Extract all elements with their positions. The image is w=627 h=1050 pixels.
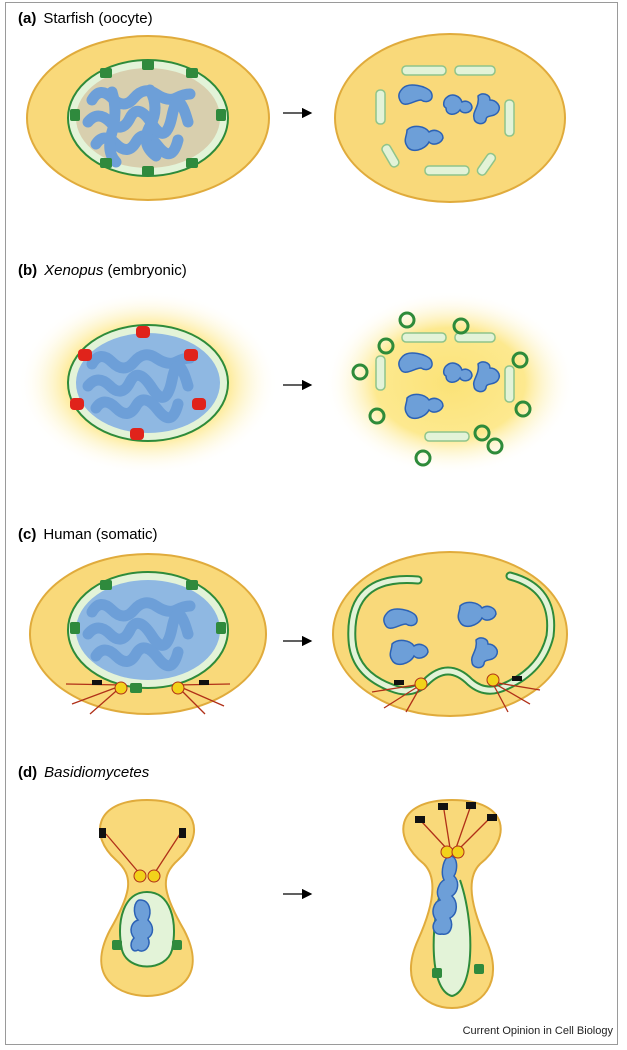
panel-c-label: (c) Human (somatic) (18, 526, 158, 543)
condensed-chromosome (432, 855, 459, 935)
panel-a-after (334, 33, 566, 203)
panel-b-after (325, 291, 575, 475)
cell-halo (325, 291, 575, 475)
panel-d-before (99, 798, 195, 998)
cortex-anchors (92, 680, 209, 685)
centrosomes (414, 673, 500, 691)
panel-a-label: (a) Starfish (oocyte) (18, 10, 153, 27)
panel-letter: (a) (18, 10, 37, 27)
centrosomes (133, 869, 161, 883)
panel-title: Starfish (43, 10, 95, 27)
centrosomes (440, 845, 465, 859)
nuclear-pores (70, 60, 226, 176)
nuclear-pores (112, 940, 182, 950)
nuclear-envelope-fragments (375, 65, 515, 176)
panel-b-label: (b) Xenopus (embryonic) (18, 262, 187, 279)
invaginated-envelope-inner (349, 573, 554, 694)
cortex-anchors (415, 802, 497, 823)
dispersed-pore-rings (351, 311, 532, 467)
panel-d-after (402, 798, 502, 1010)
cell-cytoplasm (332, 551, 568, 717)
nuclear-pores (70, 580, 226, 693)
nuclear-pores (432, 964, 484, 978)
nuclear-envelope-fragments (375, 332, 515, 442)
panel-d-label: (d) Basidiomycetes (18, 764, 149, 781)
condensed-chromosomes (398, 84, 501, 152)
panel-letter: (c) (18, 526, 37, 543)
panel-title: Basidiomycetes (44, 764, 150, 781)
panel-letter: (b) (18, 262, 38, 279)
panel-qualifier: (embryonic) (107, 262, 187, 279)
panel-b-before (18, 291, 278, 475)
centrosomes (114, 681, 185, 695)
interphase-chromatin (82, 349, 196, 424)
figure-frame (5, 2, 618, 1045)
microtubules (371, 681, 541, 713)
panel-c-before (29, 553, 267, 715)
panel-a-before (26, 35, 270, 201)
panel-title: Human (43, 526, 92, 543)
interphase-chromatin (130, 899, 154, 952)
microtubules (105, 833, 181, 875)
panel-qualifier: (oocyte) (98, 10, 153, 27)
cortex-anchors (394, 676, 522, 685)
cortex-anchors (99, 828, 186, 838)
panel-qualifier: (somatic) (95, 526, 158, 543)
cell-cytoplasm (334, 33, 566, 203)
condensed-chromosomes (398, 352, 501, 420)
journal-credit: Current Opinion in Cell Biology (462, 1025, 613, 1037)
microtubules (421, 807, 489, 851)
nuclear-pores (70, 326, 206, 440)
interphase-chromatin (82, 84, 196, 168)
panel-letter: (d) (18, 764, 38, 781)
condensed-chromosomes (383, 601, 499, 669)
panel-title: Xenopus (44, 262, 104, 279)
panel-c-after (332, 551, 568, 717)
interphase-chromatin (82, 597, 196, 672)
